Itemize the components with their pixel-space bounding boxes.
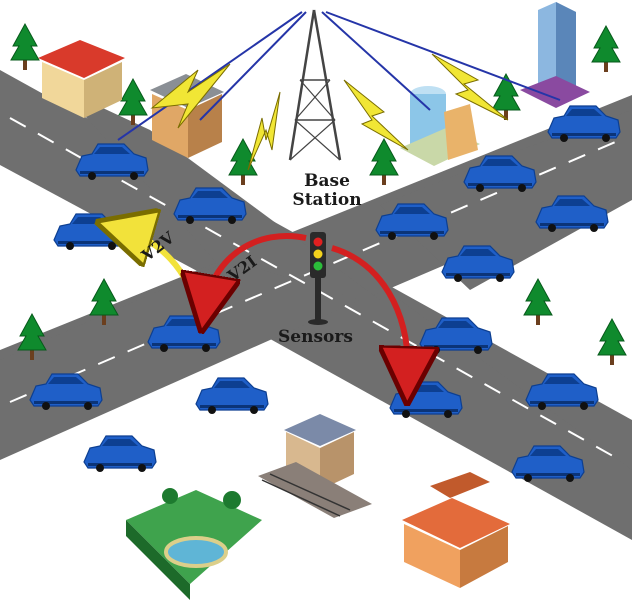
base-station-label-line2: Station — [292, 190, 362, 210]
base-station-tower-icon — [117, 9, 561, 161]
car-icon — [83, 435, 157, 473]
signal-bolt-icon — [431, 53, 509, 121]
building-icon — [520, 2, 590, 108]
signal-bolt-icon — [150, 63, 231, 129]
signal-bolt-icon — [247, 91, 281, 171]
base-station-label: Base Station — [288, 172, 366, 210]
railway-icon — [258, 462, 372, 518]
tree-icon — [591, 25, 621, 73]
car-icon — [195, 377, 269, 415]
base-station-label-line1: Base — [304, 171, 350, 191]
buildings — [38, 2, 590, 600]
sensors-label: Sensors — [278, 327, 353, 347]
park-icon — [126, 488, 262, 600]
tree-icon — [10, 23, 40, 71]
communication-arrows — [124, 230, 408, 376]
building-icon — [402, 472, 510, 588]
building-icon — [38, 40, 125, 118]
tree-icon — [597, 318, 627, 366]
v2i-arrow-right — [331, 245, 408, 376]
traffic-light-icon — [308, 232, 328, 325]
building-icon — [400, 86, 480, 166]
signal-bolt-icon — [343, 79, 409, 151]
wireless-signals — [150, 53, 509, 171]
building-icon — [284, 414, 356, 490]
v2i-arrow-left — [206, 233, 307, 304]
